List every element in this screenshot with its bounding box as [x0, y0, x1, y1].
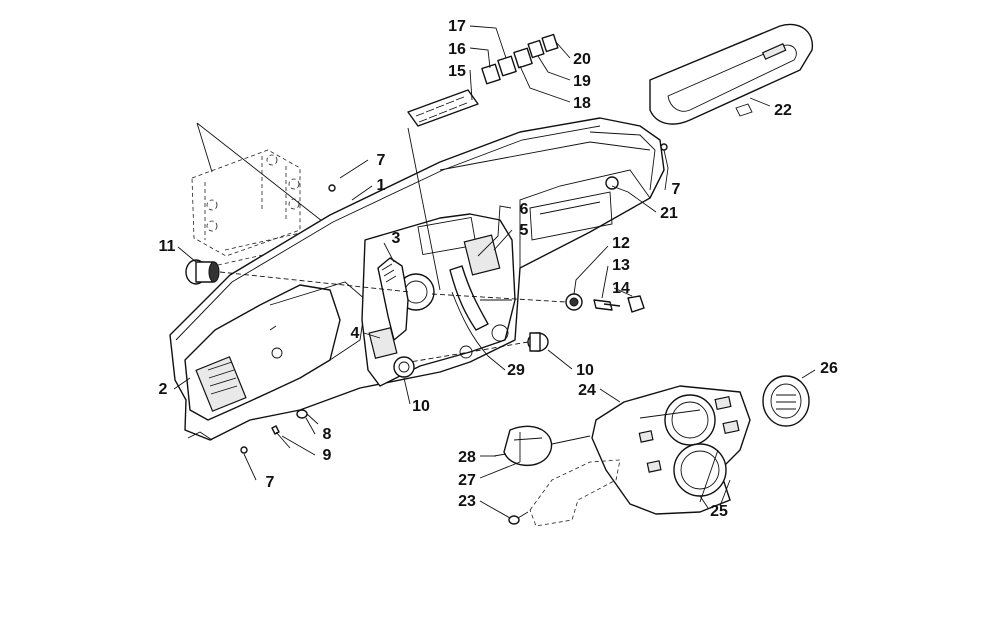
trim-piece-3 — [377, 257, 409, 341]
callout-c10a: 10 — [412, 398, 430, 415]
callout-c14: 14 — [612, 280, 630, 297]
rivet-7-bottom — [240, 446, 248, 454]
callout-c28: 28 — [458, 449, 476, 466]
gauge-bracket-phantom — [529, 459, 621, 527]
switch-17 — [497, 55, 517, 77]
switch-panel-guide — [407, 127, 441, 291]
switch-10-right — [409, 332, 549, 363]
screw-9 — [271, 425, 291, 449]
callout-c20: 20 — [573, 51, 591, 68]
callout-c18: 18 — [573, 95, 591, 112]
callout-c1: 1 — [377, 177, 386, 194]
switch-20 — [541, 33, 559, 53]
switch-19 — [527, 39, 545, 59]
gauge-panel-24 — [591, 385, 751, 515]
callout-c12: 12 — [612, 235, 630, 252]
key-13 — [593, 299, 621, 311]
switch-16 — [481, 63, 501, 85]
callout-c2: 2 — [159, 381, 168, 398]
callout-c22: 22 — [774, 102, 792, 119]
callout-c7a: 7 — [377, 152, 386, 169]
trim-piece-3-ribs — [381, 263, 397, 283]
ring-12 — [431, 293, 583, 311]
leader-lines — [173, 25, 816, 519]
switch-18 — [513, 47, 533, 69]
decal-4 — [368, 326, 398, 360]
callout-c11: 11 — [159, 238, 176, 255]
callout-c15: 15 — [448, 63, 466, 80]
gauge-26 — [762, 375, 810, 427]
callout-c23: 23 — [458, 493, 476, 510]
key-fob-14 — [627, 295, 645, 313]
callout-c13: 13 — [612, 257, 630, 274]
callout-c19: 19 — [573, 73, 591, 90]
screw-23 — [508, 511, 529, 525]
callout-c17: 17 — [448, 18, 466, 35]
callout-c27: 27 — [458, 472, 476, 489]
callout-c8: 8 — [323, 426, 332, 443]
lever-29 — [451, 291, 489, 357]
callout-c21: 21 — [660, 205, 678, 222]
callout-c24: 24 — [578, 382, 596, 399]
callout-c7c: 7 — [266, 474, 275, 491]
visor-22 — [649, 23, 814, 125]
ignition-switch-11 — [185, 259, 411, 293]
ring-27 — [503, 425, 553, 466]
fastener-8 — [296, 409, 319, 425]
switch-panel-15 — [407, 89, 479, 127]
callout-c7b: 7 — [672, 181, 681, 198]
callout-c10b: 10 — [576, 362, 594, 379]
callout-c25: 25 — [710, 503, 728, 520]
callout-c5: 5 — [520, 222, 529, 239]
callout-c26: 26 — [820, 360, 838, 377]
callout-c29: 29 — [507, 362, 525, 379]
callout-c16: 16 — [448, 41, 466, 58]
rivet-7-right — [660, 143, 668, 151]
center-console — [361, 213, 516, 387]
plug-21 — [605, 176, 619, 190]
switch-10-left — [393, 356, 415, 378]
callout-c9: 9 — [323, 447, 332, 464]
rivet-7-top — [328, 184, 336, 192]
callout-c3: 3 — [392, 230, 401, 247]
callout-c6: 6 — [520, 201, 529, 218]
callout-c4: 4 — [351, 325, 360, 342]
